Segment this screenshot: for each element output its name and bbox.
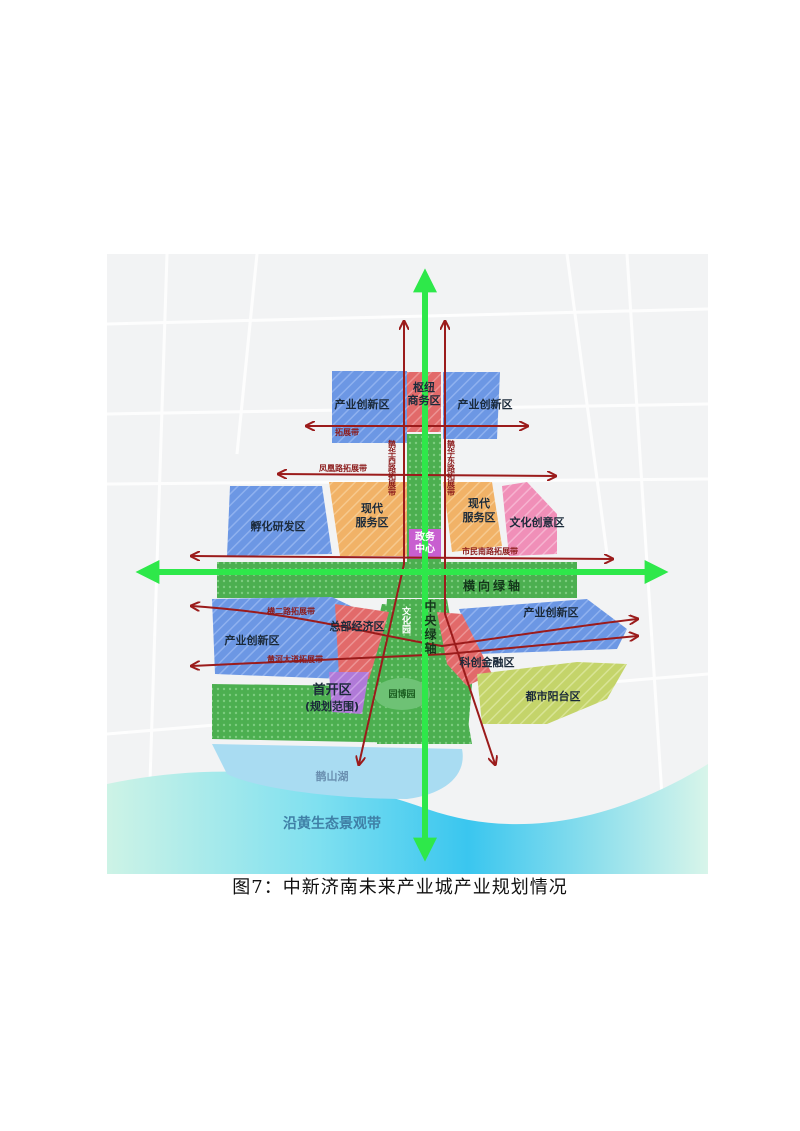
ecology-belt-area [107,764,708,874]
figure-caption: 图7：中新济南未来产业城产业规划情况 [232,877,568,898]
label-horizontal-axis: 横向绿轴 [463,578,523,593]
label-innovation-nw: 产业创新区 [335,397,390,411]
label-road-top: 拓展带 [335,427,359,437]
label-hq: 总部经济区 [330,619,385,633]
label-road-fenghuang: 凤凰路拓展带 [319,463,367,473]
zone-incubation [227,486,332,556]
label-road-huanghe: 黄河大道拓展带 [267,654,323,664]
label-expo-park: 园博园 [388,688,415,700]
label-lake: 鹊山湖 [316,769,349,783]
green-axes [135,268,669,862]
label-road-quehua-west: 鹊华西路拓展带 [387,439,397,497]
zone-terrace [477,662,627,724]
zone-creative [502,482,557,556]
label-gov: 政务中心 [415,530,436,555]
label-service-w: 现代服务区 [356,501,389,529]
label-hub: 枢纽商务区 [408,380,441,407]
label-innovation-se: 产业创新区 [524,605,579,619]
label-incubation: 孵化研发区 [251,519,306,533]
expansion-arrows [192,322,637,764]
label-culture-park: 文化园 [400,605,412,634]
label-terrace: 都市阳台区 [525,689,581,703]
label-first-dev: 首开区 [312,682,351,698]
label-first-dev-note: (规划范围) [305,699,359,713]
label-ecology-belt: 沿黄生态景观带 [283,815,381,832]
label-creative: 文化创意区 [510,515,565,529]
label-road-heng-er: 横二路拓展带 [267,606,315,616]
planning-map: 产业创新区 枢纽商务区 产业创新区 孵化研发区 现代服务区 现代服务区 文化创意… [107,254,708,874]
label-road-shimin-south: 市民南路拓展带 [462,546,518,556]
label-central-axis: 中央绿轴 [423,599,437,656]
label-road-quehua-east: 鹊华东路拓展带 [446,439,456,497]
label-innovation-ne: 产业创新区 [458,397,513,411]
label-innovation-sw: 产业创新区 [225,633,280,647]
label-service-e: 现代服务区 [463,496,496,524]
label-finance: 科创金融区 [460,655,515,669]
